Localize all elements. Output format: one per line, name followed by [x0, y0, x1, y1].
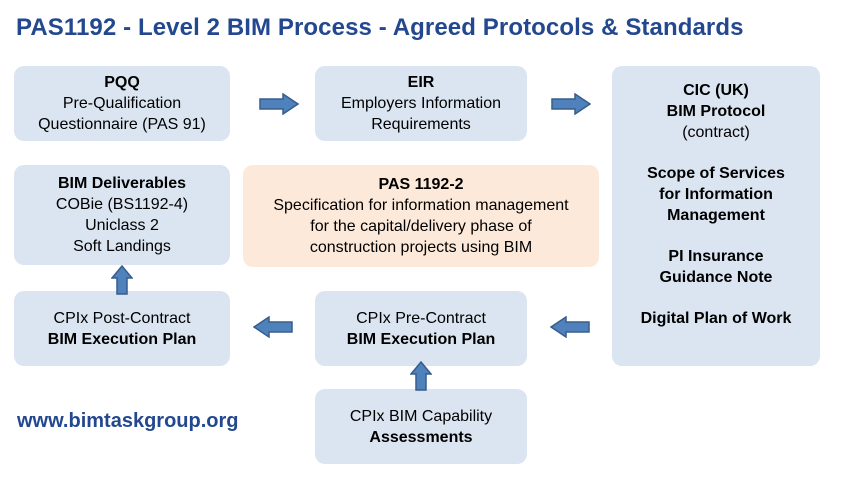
- cic-scope-1: Scope of Services: [647, 165, 785, 182]
- cic-heading-1: CIC (UK): [683, 82, 749, 99]
- website-link[interactable]: www.bimtaskgroup.org: [17, 410, 239, 432]
- deliverables-line-2: Uniclass 2: [85, 217, 159, 234]
- pqq-heading: PQQ: [104, 74, 140, 91]
- pqq-box: PQQ Pre-Qualification Questionnaire (PAS…: [14, 66, 230, 141]
- deliverables-line-1: COBie (BS1192-4): [55, 196, 189, 213]
- capability-line: CPIx BIM Capability: [349, 407, 493, 425]
- cic-note: (contract): [682, 124, 750, 141]
- eir-line-1: Employers Information: [340, 95, 502, 112]
- pre-contract-line: CPIx Pre-Contract: [356, 309, 486, 327]
- pas-line-3: construction projects using BIM: [309, 239, 533, 256]
- cic-dpow: Digital Plan of Work: [640, 310, 792, 327]
- cic-scope-3: Management: [667, 207, 765, 224]
- cic-heading-2: BIM Protocol: [666, 103, 766, 120]
- pqq-line-2: Questionnaire (PAS 91): [38, 116, 206, 133]
- eir-heading: EIR: [407, 74, 435, 91]
- cic-scope-2: for Information: [659, 186, 773, 203]
- arrow-right-icon: [551, 93, 591, 115]
- pqq-line-1: Pre-Qualification: [62, 95, 182, 112]
- cic-protocol-box: CIC (UK) BIM Protocol (contract) Scope o…: [612, 66, 820, 366]
- deliverables-heading: BIM Deliverables: [57, 175, 187, 192]
- deliverables-line-3: Soft Landings: [73, 238, 171, 255]
- cic-pi-1: PI Insurance: [668, 248, 764, 265]
- post-contract-line: CPIx Post-Contract: [53, 309, 191, 327]
- page-title: PAS1192 - Level 2 BIM Process - Agreed P…: [16, 14, 744, 41]
- pre-contract-bep-box: CPIx Pre-Contract BIM Execution Plan: [315, 291, 527, 366]
- post-contract-bep-box: CPIx Post-Contract BIM Execution Plan: [14, 291, 230, 366]
- pas-line-1: Specification for information management: [273, 197, 569, 214]
- cic-pi-2: Guidance Note: [659, 269, 773, 286]
- arrow-up-icon: [410, 361, 432, 391]
- arrow-up-icon: [111, 265, 133, 295]
- pre-contract-bold: BIM Execution Plan: [346, 330, 496, 348]
- pas-heading: PAS 1192-2: [378, 176, 464, 193]
- eir-line-2: Requirements: [371, 116, 471, 133]
- capability-assessments-box: CPIx BIM Capability Assessments: [315, 389, 527, 464]
- arrow-left-icon: [253, 316, 293, 338]
- eir-box: EIR Employers Information Requirements: [315, 66, 527, 141]
- capability-bold: Assessments: [369, 428, 473, 446]
- pas-1192-2-box: PAS 1192-2 Specification for information…: [243, 165, 599, 267]
- post-contract-bold: BIM Execution Plan: [47, 330, 197, 348]
- pas-line-2: for the capital/delivery phase of: [310, 218, 532, 235]
- bim-deliverables-box: BIM Deliverables COBie (BS1192-4) Unicla…: [14, 165, 230, 265]
- arrow-left-icon: [550, 316, 590, 338]
- arrow-right-icon: [259, 93, 299, 115]
